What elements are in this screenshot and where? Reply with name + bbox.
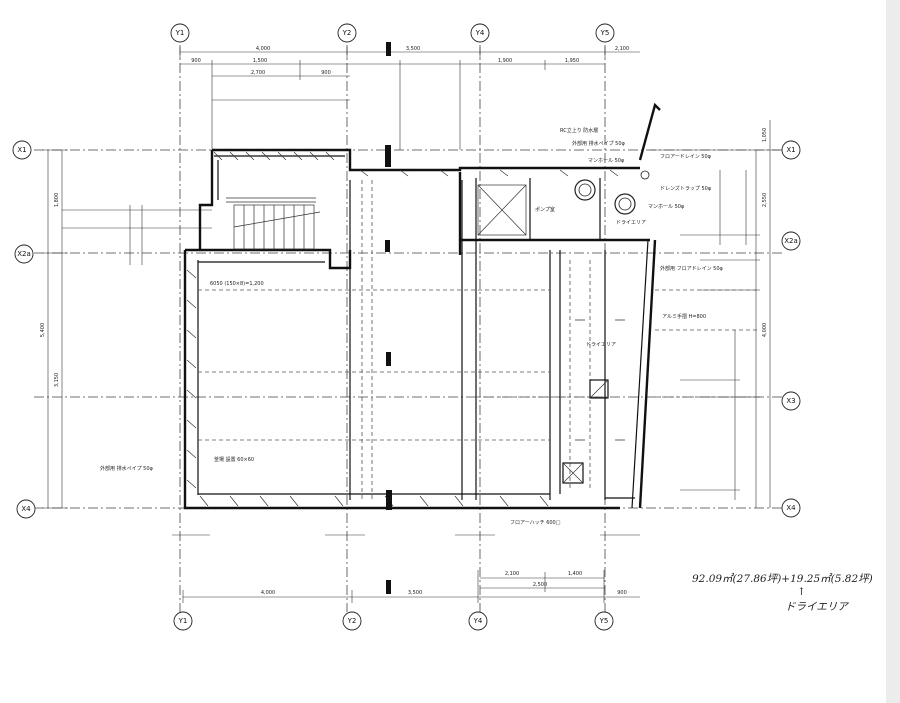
svg-text:92.09㎡(27.86坪)+19.25㎡(5.82坪): 92.09㎡(27.86坪)+19.25㎡(5.82坪) [692, 572, 873, 585]
svg-text:X3: X3 [786, 397, 795, 405]
svg-text:外部用 フロアドレイン 50φ: 外部用 フロアドレイン 50φ [660, 265, 724, 272]
right-dimensions: 1,050 2,550 4,000 [650, 120, 780, 508]
svg-text:Y1: Y1 [178, 617, 188, 625]
grid-bubble-left-x4: X4 [16, 499, 36, 519]
drawing-sheet: Y1 Y2 Y4 Y5 Y1 Y2 Y4 Y5 X1 X2a X4 X1 X2a… [12, 23, 873, 631]
svg-text:ポンプ室: ポンプ室 [535, 206, 555, 213]
svg-text:外部用 排水ペイプ 50φ: 外部用 排水ペイプ 50φ [100, 465, 154, 472]
grid-bubble-bottom-y1: Y1 [173, 611, 193, 631]
svg-text:X1: X1 [786, 146, 795, 154]
svg-text:900: 900 [321, 70, 331, 76]
svg-text:釜場 設置 60×60: 釜場 設置 60×60 [214, 456, 254, 463]
svg-text:1,400: 1,400 [568, 571, 582, 577]
svg-text:Y5: Y5 [600, 29, 610, 37]
svg-text:X2a: X2a [17, 250, 31, 258]
handwritten-note: 92.09㎡(27.86坪)+19.25㎡(5.82坪) ↑ ドライエリア [692, 572, 873, 613]
svg-text:1,950: 1,950 [565, 58, 579, 64]
svg-text:アルミ手摺 H=800: アルミ手摺 H=800 [662, 313, 706, 320]
svg-text:1,050: 1,050 [762, 128, 768, 142]
svg-text:フロアードレイン 50φ: フロアードレイン 50φ [660, 154, 712, 160]
main-walls [183, 102, 661, 510]
hatch-boxes [562, 379, 609, 484]
svg-text:4,000: 4,000 [256, 46, 270, 52]
grid-lines [34, 45, 782, 612]
svg-text:3,500: 3,500 [408, 590, 422, 596]
svg-text:4,000: 4,000 [762, 323, 768, 337]
svg-text:X2a: X2a [784, 237, 798, 245]
svg-text:ドライエリア: ドライエリア [616, 220, 646, 226]
grid-bubble-top-y1: Y1 [170, 23, 190, 43]
svg-text:Y2: Y2 [342, 29, 352, 37]
svg-text:4,000: 4,000 [261, 590, 275, 596]
svg-text:RC立上り 防水層: RC立上り 防水層 [560, 127, 598, 134]
grid-bubble-left-x2a: X2a [14, 244, 34, 264]
pump-room-fixtures [477, 170, 650, 236]
grid-bubble-bottom-y5: Y5 [594, 611, 614, 631]
svg-text:6050 (150×8)=1,200: 6050 (150×8)=1,200 [210, 281, 264, 287]
grid-bubble-right-x4: X4 [781, 498, 801, 518]
svg-text:↑: ↑ [797, 586, 806, 598]
left-dimensions: 5,400 1,800 3,150 [40, 149, 212, 509]
stairs [226, 197, 321, 250]
column-blocks [385, 42, 392, 594]
dry-area-arrows [575, 319, 625, 441]
annotations: ポンプ室 ドライエリア ドライエリア マンホール 50φ マンホール 50φ フ… [100, 127, 724, 526]
svg-text:2,550: 2,550 [762, 193, 768, 207]
svg-text:Y4: Y4 [473, 617, 483, 625]
svg-text:2,500: 2,500 [533, 582, 547, 588]
svg-text:ドライエリア: ドライエリア [785, 601, 849, 613]
bottom-dimensions: 4,000 3,500 900 2,100 1,400 2,500 [172, 534, 640, 603]
svg-text:マンホール 50φ: マンホール 50φ [588, 158, 625, 164]
svg-text:Y1: Y1 [175, 29, 185, 37]
grid-bubble-right-x1: X1 [781, 140, 801, 160]
svg-text:2,700: 2,700 [251, 70, 265, 76]
svg-text:1,900: 1,900 [498, 58, 512, 64]
floor-plan: Y1 Y2 Y4 Y5 Y1 Y2 Y4 Y5 X1 X2a X4 X1 X2a… [12, 23, 873, 631]
svg-text:3,500: 3,500 [406, 46, 420, 52]
grid-bubble-top-y4: Y4 [470, 23, 490, 43]
grid-bubble-left-x1: X1 [12, 140, 32, 160]
grid-bubble-top-y5: Y5 [595, 23, 615, 43]
svg-text:Y5: Y5 [599, 617, 609, 625]
grid-bubble-right-x3: X3 [781, 391, 801, 411]
svg-text:Y4: Y4 [475, 29, 485, 37]
svg-text:マンホール 50φ: マンホール 50φ [648, 204, 685, 210]
svg-text:ドライエリア: ドライエリア [586, 342, 616, 348]
svg-text:3,150: 3,150 [54, 373, 60, 387]
top-dimensions: 4,000 3,500 2,100 900 1,500 1,900 1,950 … [179, 46, 640, 150]
wall-hatching [186, 151, 619, 507]
right-margin-strip [886, 0, 900, 703]
svg-text:外部用 排水ペイプ 50φ: 外部用 排水ペイプ 50φ [572, 140, 626, 147]
internal-dashed-lines [198, 180, 760, 500]
svg-text:ドレンズトラップ 50φ: ドレンズトラップ 50φ [660, 185, 712, 192]
svg-text:X1: X1 [17, 146, 26, 154]
svg-text:900: 900 [617, 590, 627, 596]
svg-text:フロアーハッチ 600□: フロアーハッチ 600□ [510, 520, 561, 526]
svg-text:1,500: 1,500 [253, 58, 267, 64]
svg-text:2,100: 2,100 [505, 571, 519, 577]
grid-bubble-top-y2: Y2 [337, 23, 357, 43]
grid-bubble-bottom-y4: Y4 [468, 611, 488, 631]
grid-bubble-bottom-y2: Y2 [342, 611, 362, 631]
grid-bubble-right-x2a: X2a [781, 231, 801, 251]
svg-text:900: 900 [191, 58, 201, 64]
svg-text:1,800: 1,800 [54, 193, 60, 207]
svg-text:X4: X4 [786, 504, 796, 512]
svg-text:X4: X4 [21, 505, 31, 513]
svg-text:5,400: 5,400 [40, 323, 46, 337]
svg-text:Y2: Y2 [347, 617, 357, 625]
svg-text:2,100: 2,100 [615, 46, 629, 52]
